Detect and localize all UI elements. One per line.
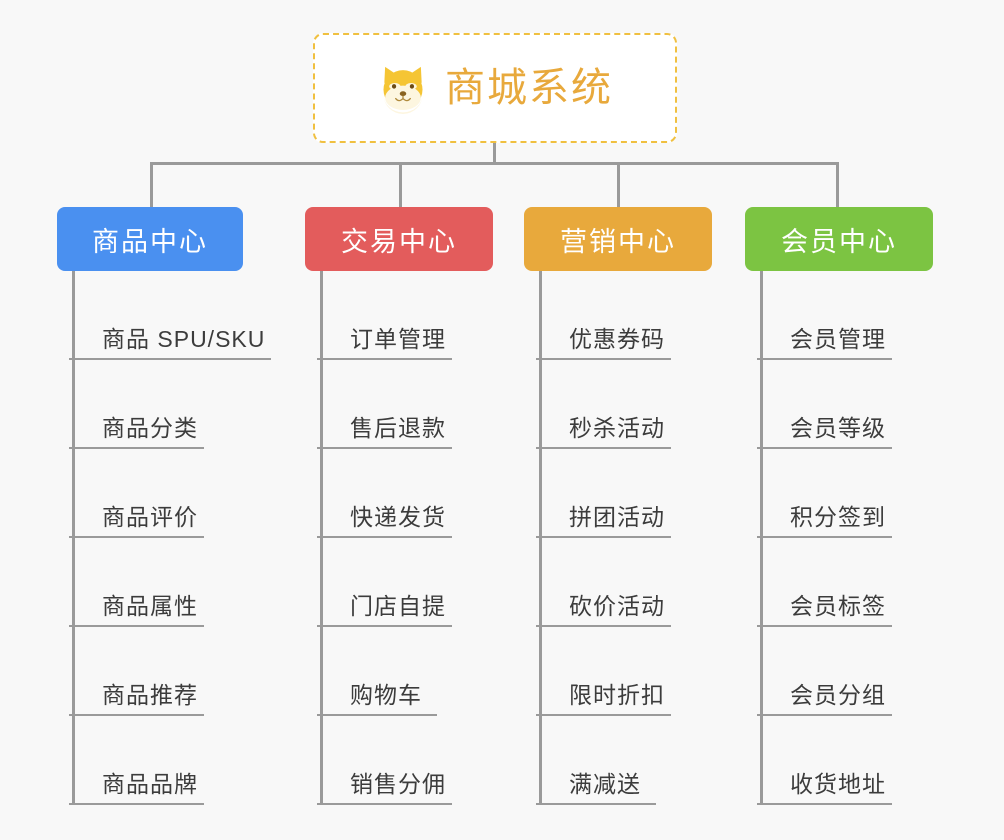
leaf-item[interactable]: 秒杀活动 <box>536 360 759 449</box>
branch-drop-connector-4 <box>836 162 839 208</box>
leaf-label: 售后退款 <box>317 415 452 449</box>
leaf-item[interactable]: 会员等级 <box>757 360 990 449</box>
root-node[interactable]: 商城系统 <box>313 33 677 143</box>
leaf-label: 商品品牌 <box>69 771 204 805</box>
branch-column-trade: 交易中心 订单管理 售后退款 快递发货 门店自提 购物车 销售分佣 <box>305 207 525 805</box>
leaf-label: 会员标签 <box>757 593 892 627</box>
leaf-label: 积分签到 <box>757 504 892 538</box>
leaf-item[interactable]: 销售分佣 <box>317 716 540 805</box>
leaf-label: 会员分组 <box>757 682 892 716</box>
category-label: 营销中心 <box>560 226 676 257</box>
leaf-item[interactable]: 商品属性 <box>69 538 322 627</box>
leaf-label: 收货地址 <box>757 771 892 805</box>
leaf-label: 会员管理 <box>757 326 892 360</box>
leaf-item[interactable]: 商品分类 <box>69 360 322 449</box>
branch-drop-connector-2 <box>399 162 402 208</box>
branch-drop-connector-3 <box>617 162 620 208</box>
leaf-item[interactable]: 拼团活动 <box>536 449 759 538</box>
leaf-item[interactable]: 限时折扣 <box>536 627 759 716</box>
root-title: 商城系统 <box>445 66 613 110</box>
leaf-label: 订单管理 <box>317 326 452 360</box>
leaf-label: 限时折扣 <box>536 682 671 716</box>
leaf-item[interactable]: 会员分组 <box>757 627 990 716</box>
leaf-list-trade: 订单管理 售后退款 快递发货 门店自提 购物车 销售分佣 <box>317 271 540 805</box>
leaf-label: 商品评价 <box>69 504 204 538</box>
leaf-label: 砍价活动 <box>536 593 671 627</box>
root-stem-connector <box>493 143 496 165</box>
branch-column-member: 会员中心 会员管理 会员等级 积分签到 会员标签 会员分组 收货地址 <box>745 207 975 805</box>
branch-drop-connector-1 <box>150 162 153 208</box>
leaf-label: 商品分类 <box>69 415 204 449</box>
leaf-item[interactable]: 积分签到 <box>757 449 990 538</box>
leaf-label: 拼团活动 <box>536 504 671 538</box>
category-node-product[interactable]: 商品中心 <box>57 207 243 271</box>
leaf-item[interactable]: 商品品牌 <box>69 716 322 805</box>
leaf-item[interactable]: 购物车 <box>317 627 540 716</box>
leaf-label: 商品属性 <box>69 593 204 627</box>
branch-column-marketing: 营销中心 优惠券码 秒杀活动 拼团活动 砍价活动 限时折扣 满减送 <box>524 207 744 805</box>
leaf-label: 会员等级 <box>757 415 892 449</box>
leaf-item[interactable]: 满减送 <box>536 716 759 805</box>
leaf-item[interactable]: 门店自提 <box>317 538 540 627</box>
leaf-label: 快递发货 <box>317 504 452 538</box>
category-node-trade[interactable]: 交易中心 <box>305 207 493 271</box>
leaf-label: 秒杀活动 <box>536 415 671 449</box>
leaf-label: 销售分佣 <box>317 771 452 805</box>
leaf-label: 购物车 <box>317 682 437 716</box>
leaf-item[interactable]: 收货地址 <box>757 716 990 805</box>
leaf-list-marketing: 优惠券码 秒杀活动 拼团活动 砍价活动 限时折扣 满减送 <box>536 271 759 805</box>
leaf-label: 商品 SPU/SKU <box>69 326 272 360</box>
leaf-label: 商品推荐 <box>69 682 204 716</box>
leaf-item[interactable]: 会员标签 <box>757 538 990 627</box>
leaf-label: 优惠券码 <box>536 326 671 360</box>
leaf-label: 满减送 <box>536 771 656 805</box>
leaf-list-member: 会员管理 会员等级 积分签到 会员标签 会员分组 收货地址 <box>757 271 990 805</box>
leaf-item[interactable]: 砍价活动 <box>536 538 759 627</box>
leaf-item[interactable]: 商品评价 <box>69 449 322 538</box>
shiba-dog-face-icon <box>377 62 429 114</box>
category-node-member[interactable]: 会员中心 <box>745 207 933 271</box>
category-label: 会员中心 <box>781 226 897 257</box>
branch-column-product: 商品中心 商品 SPU/SKU 商品分类 商品评价 商品属性 商品推荐 商品品牌 <box>57 207 307 805</box>
category-node-marketing[interactable]: 营销中心 <box>524 207 712 271</box>
leaf-item[interactable]: 商品 SPU/SKU <box>69 271 322 360</box>
leaf-item[interactable]: 会员管理 <box>757 271 990 360</box>
leaf-item[interactable]: 优惠券码 <box>536 271 759 360</box>
leaf-item[interactable]: 售后退款 <box>317 360 540 449</box>
leaf-item[interactable]: 订单管理 <box>317 271 540 360</box>
category-label: 商品中心 <box>92 226 208 257</box>
leaf-item[interactable]: 商品推荐 <box>69 627 322 716</box>
leaf-list-product: 商品 SPU/SKU 商品分类 商品评价 商品属性 商品推荐 商品品牌 <box>69 271 322 805</box>
category-label: 交易中心 <box>341 226 457 257</box>
leaf-label: 门店自提 <box>317 593 452 627</box>
leaf-item[interactable]: 快递发货 <box>317 449 540 538</box>
branch-bus-connector <box>150 162 839 165</box>
